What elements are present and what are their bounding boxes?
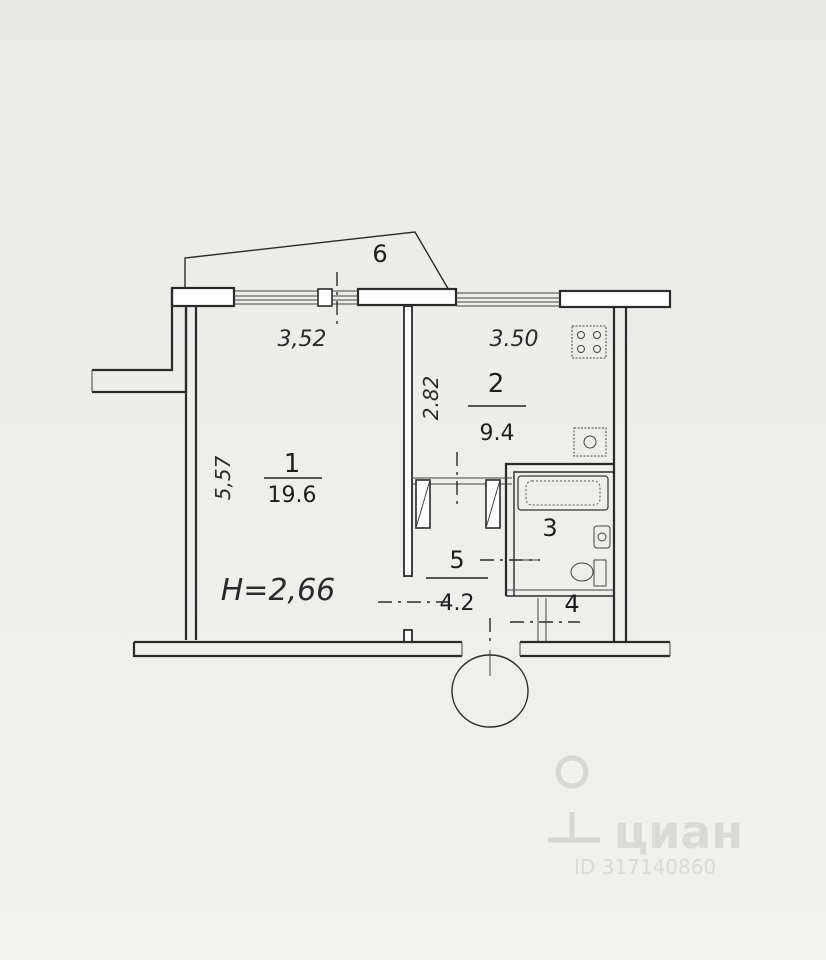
kitchen-sink-icon bbox=[573, 427, 607, 457]
location-pin-icon bbox=[548, 755, 600, 843]
bathroom-walls bbox=[504, 462, 614, 597]
room1-walls bbox=[184, 306, 198, 640]
room3-number: 3 bbox=[542, 514, 557, 542]
partition-room1-room2 bbox=[403, 305, 413, 643]
room2-length-dimension: 2.82 bbox=[419, 376, 443, 421]
room4-number: 4 bbox=[564, 590, 579, 618]
watermark-id: ID 317140860 bbox=[574, 855, 716, 879]
room1-width-dimension: 3,52 bbox=[278, 327, 327, 352]
stove-icon bbox=[571, 325, 607, 359]
bathroom-sink-icon bbox=[593, 525, 611, 549]
bathtub-icon bbox=[517, 475, 609, 511]
room5-number: 5 bbox=[449, 546, 464, 574]
toilet-icon bbox=[570, 559, 607, 587]
room1-number: 1 bbox=[284, 449, 301, 479]
entrance-circle bbox=[451, 650, 529, 728]
room1-length-dimension: 5,57 bbox=[211, 455, 235, 500]
room5-area: 4.2 bbox=[440, 591, 475, 616]
section-markers bbox=[336, 272, 580, 645]
wc-partition bbox=[537, 598, 547, 642]
room2-width-dimension: 3.50 bbox=[490, 327, 539, 352]
ceiling-height: H=2,66 bbox=[221, 573, 336, 608]
bottom-wall bbox=[132, 640, 671, 658]
watermark-brand: циан bbox=[614, 805, 743, 859]
right-exterior-wall bbox=[612, 306, 628, 642]
balcony-outline bbox=[184, 231, 451, 293]
room2-area: 9.4 bbox=[480, 421, 515, 446]
top-exterior-wall bbox=[170, 286, 672, 309]
room1-area: 19.6 bbox=[268, 483, 317, 508]
left-wing-wall bbox=[91, 288, 188, 394]
watermark: циан ID 317140860 bbox=[548, 755, 743, 879]
room2-number: 2 bbox=[488, 369, 505, 399]
room6-number: 6 bbox=[372, 240, 387, 268]
kitchen-partition bbox=[412, 477, 512, 529]
